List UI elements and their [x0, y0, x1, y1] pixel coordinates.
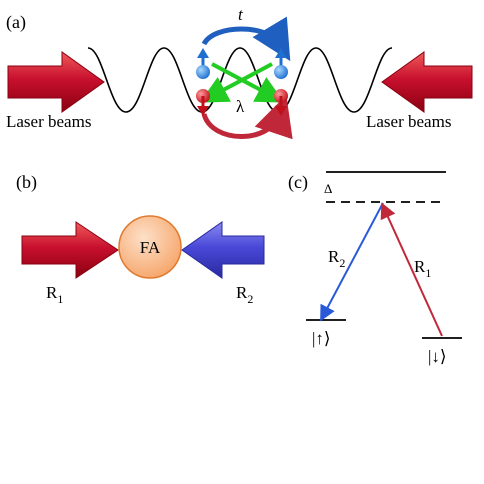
right-spin-down-atom	[274, 89, 288, 116]
green-coupling-arrow-2	[199, 62, 273, 103]
beam-r2-arrow	[181, 221, 265, 279]
state-up-label: |↑⟩	[312, 329, 331, 348]
panel-c-label: (c)	[288, 172, 308, 193]
fa-atom	[118, 215, 182, 279]
beam-r1-arrow	[21, 221, 119, 279]
panel-b: (b) FA R1 R2	[16, 172, 265, 306]
left-spin-up-atom	[196, 48, 210, 79]
detuning-symbol: Δ	[324, 181, 332, 196]
right-laser-label: Laser beams	[366, 112, 451, 131]
fa-atom-label: FA	[140, 238, 161, 257]
beam-r1-label: R1	[46, 283, 63, 306]
right-spin-up-atom	[274, 48, 288, 79]
tunneling-arc	[201, 16, 291, 62]
transition-r2-arrow	[320, 202, 384, 322]
beam-r2-label: R2	[236, 283, 253, 306]
left-laser-label: Laser beams	[6, 112, 91, 131]
lower-red-arc	[201, 95, 293, 140]
left-spin-down-atom	[196, 89, 210, 116]
lattice-potential-curve	[87, 47, 393, 113]
tunneling-symbol: t	[238, 5, 244, 24]
state-down-label: |↓⟩	[428, 347, 447, 366]
transition-r2-label: R2	[328, 247, 345, 270]
transition-r1-arrow	[380, 202, 443, 337]
panel-a: (a) Laser beams Laser beams t λ	[6, 5, 473, 140]
transition-r1-label: R1	[414, 257, 431, 280]
panel-c: (c) Δ R2 R1 |↑⟩ |↓⟩	[288, 171, 462, 366]
right-laser-arrow	[381, 51, 473, 113]
left-laser-arrow	[7, 51, 105, 113]
panel-a-label: (a)	[6, 12, 26, 33]
coupling-symbol: λ	[236, 97, 245, 116]
panel-b-label: (b)	[16, 172, 37, 193]
